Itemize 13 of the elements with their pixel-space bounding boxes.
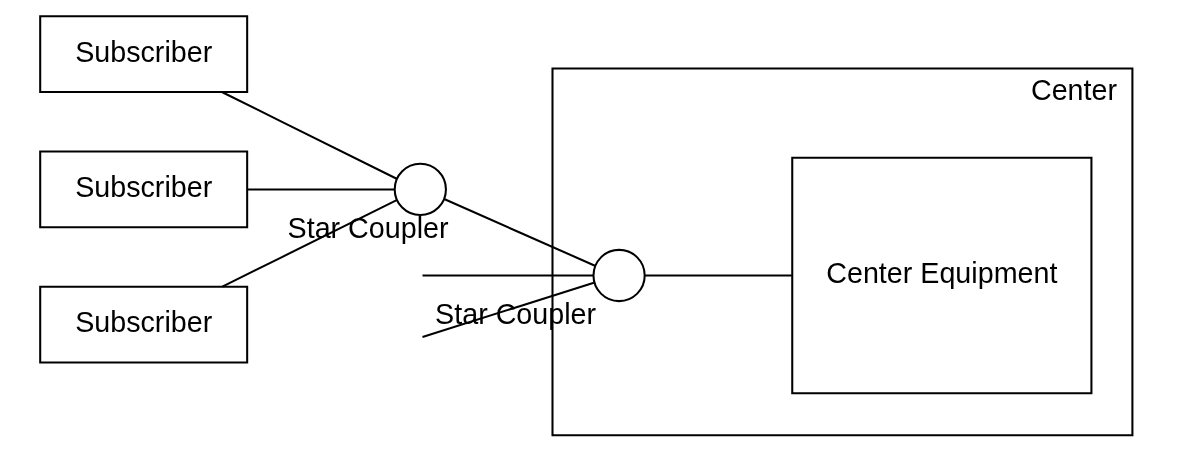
node-box: Subscriber (38, 285, 248, 364)
connector (246, 188, 394, 191)
connector (221, 91, 397, 180)
node-label: Star Coupler (287, 212, 449, 244)
node-circle (591, 248, 646, 303)
connector (221, 199, 397, 288)
node-box: Subscriber (38, 150, 248, 229)
connector (443, 198, 595, 267)
node-circle (393, 162, 447, 217)
node-box: Subscriber (38, 15, 248, 94)
node-box: Center Equipment (790, 156, 1092, 395)
connector (644, 274, 792, 277)
connector (422, 274, 593, 277)
